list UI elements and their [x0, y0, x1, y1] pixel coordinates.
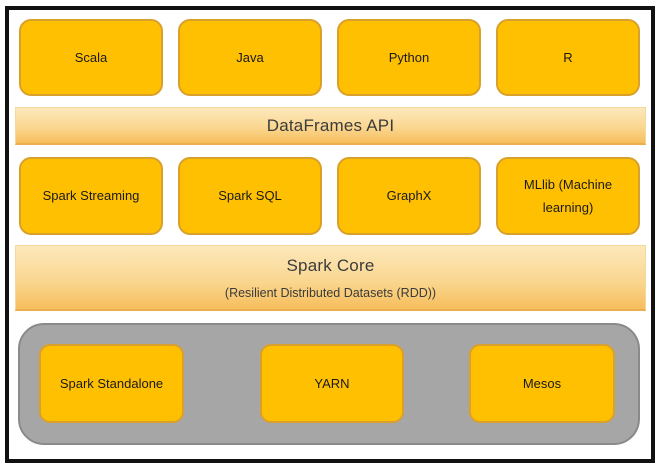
box-yarn: YARN — [260, 344, 404, 423]
box-yarn-label: YARN — [314, 375, 350, 391]
spark-core-subtitle: (Resilient Distributed Datasets (RDD)) — [224, 285, 437, 300]
component-layer: Spark Streaming Spark SQL GraphX MLlib (… — [19, 157, 640, 235]
box-python: Python — [337, 19, 481, 96]
dataframes-api-label: DataFrames API — [266, 115, 395, 135]
box-spark-standalone-label: Spark Standalone — [59, 375, 164, 391]
box-scala: Scala — [19, 19, 163, 96]
box-graphx: GraphX — [337, 157, 481, 235]
box-mllib-label: MLlib (Machine learning) — [523, 176, 613, 215]
box-r-label: R — [563, 49, 573, 65]
box-spark-sql: Spark SQL — [178, 157, 322, 235]
box-java-label: Java — [236, 49, 264, 65]
box-java: Java — [178, 19, 322, 96]
box-graphx-label: GraphX — [386, 188, 432, 204]
box-spark-standalone: Spark Standalone — [39, 344, 184, 423]
box-mllib: MLlib (Machine learning) — [496, 157, 640, 235]
box-python-label: Python — [388, 49, 430, 65]
language-layer: Scala Java Python R — [19, 19, 640, 96]
cluster-manager-container: Spark Standalone YARN Mesos — [18, 323, 640, 445]
box-spark-streaming: Spark Streaming — [19, 157, 163, 235]
dataframes-api-band: DataFrames API — [15, 107, 646, 145]
box-mesos: Mesos — [469, 344, 615, 423]
box-mesos-label: Mesos — [522, 375, 562, 391]
spark-core-title: Spark Core — [286, 255, 375, 275]
box-scala-label: Scala — [74, 49, 108, 65]
box-r: R — [496, 19, 640, 96]
box-spark-streaming-label: Spark Streaming — [42, 188, 140, 204]
spark-core-band: Spark Core (Resilient Distributed Datase… — [15, 245, 646, 311]
box-spark-sql-label: Spark SQL — [218, 188, 282, 204]
